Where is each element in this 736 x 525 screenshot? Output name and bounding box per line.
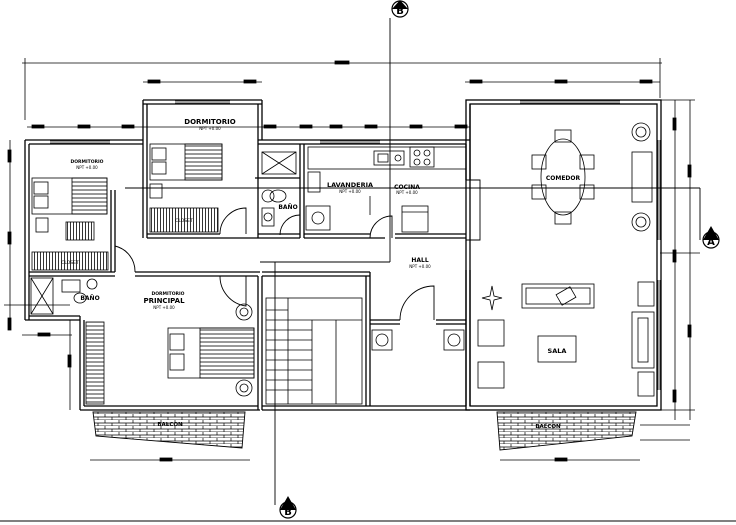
windows [50,100,661,390]
label-closet-top: CLOSET [175,218,193,224]
section-marker-right: A [702,226,720,249]
staircase [265,297,363,405]
label-dorm-left: DORMITORIO [70,159,103,165]
section-mark-right-label: A [707,237,715,248]
level-hall: NPT +0.00 [409,264,431,269]
dining-furniture [531,122,653,232]
dormitorio-top-furniture [149,143,297,233]
doors [114,179,481,321]
section-marker-bottom: B [279,496,297,519]
walls [24,99,662,411]
label-hall: HALL [411,257,428,264]
level-cocina: NPT +0.00 [396,190,418,195]
level-dormitorio: NPT +0.00 [199,126,221,131]
hall-planters [371,329,465,351]
section-lines [0,18,736,522]
label-sala: SALA [548,347,567,355]
kitchen-furniture [305,146,467,233]
label-closet-left: CLOSET [61,260,79,266]
section-marker-top: B [391,0,409,18]
balconies [92,411,637,451]
section-mark-top-label: B [396,6,404,17]
label-cocina: COCINA [394,184,420,191]
level-principal: NPT +0.00 [153,305,175,310]
label-bano-top: BAÑO [278,204,297,211]
room-labels: DORMITORIO NPT +0.00 BAÑO LAVANDERIA NPT… [61,118,580,430]
level-dorm-left: NPT +0.00 [76,165,98,170]
label-balcon-right: BALCON [535,424,561,430]
level-lavanderia: NPT +0.00 [339,189,361,194]
label-lavanderia: LAVANDERIA [327,181,373,189]
label-dormitorio: DORMITORIO [184,118,235,126]
dormitorio-left-furniture [30,177,109,315]
label-bano-left: BAÑO [80,295,99,302]
label-comedor: COMEDOR [546,175,581,182]
dimension-lines [4,58,700,462]
label-principal-head: DORMITORIO [151,291,184,297]
principal-furniture [85,303,255,405]
living-furniture [477,281,655,397]
section-mark-bottom-label: B [284,507,292,518]
label-principal: PRINCIPAL [143,297,185,305]
label-balcon-left: BALCON [157,422,183,428]
